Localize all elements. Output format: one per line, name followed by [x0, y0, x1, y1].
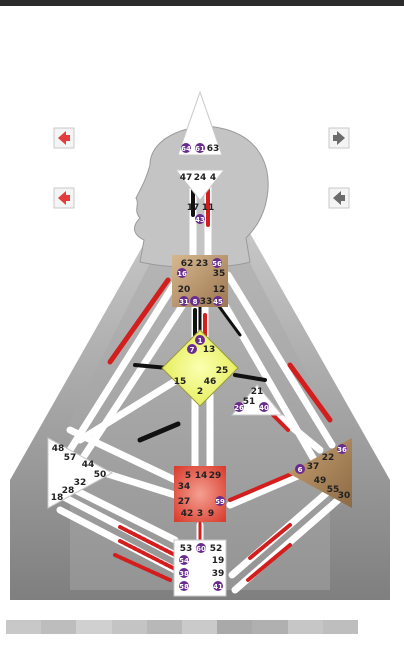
spleen-center[interactable] — [47, 437, 114, 509]
gate-11[interactable]: 11 — [202, 203, 215, 213]
gate-16[interactable]: 16 — [177, 270, 187, 278]
gate-38[interactable]: 38 — [179, 570, 189, 578]
g-center[interactable] — [161, 329, 239, 407]
sacral-gates: 5 14 29 34 27 59 42 3 9 — [178, 471, 225, 519]
left-arrow-red-icon — [58, 131, 70, 145]
gate-4[interactable]: 4 — [210, 173, 216, 183]
gate-21[interactable]: 21 — [251, 387, 264, 397]
gate-48[interactable]: 48 — [52, 444, 65, 454]
gate-30[interactable]: 30 — [338, 491, 351, 501]
gate-25[interactable]: 25 — [216, 366, 229, 376]
gate-64[interactable]: 64 — [181, 145, 191, 153]
gate-40[interactable]: 40 — [259, 404, 269, 412]
solar-plexus-center[interactable] — [288, 438, 352, 508]
gate-58[interactable]: 58 — [179, 583, 189, 591]
right-arrow-dark-icon — [333, 131, 345, 145]
throat-link-gates: 17 11 43 — [187, 203, 215, 224]
gate-13[interactable]: 13 — [203, 345, 216, 355]
left-arrow-red-icon — [58, 191, 70, 205]
gate-62[interactable]: 62 — [181, 259, 194, 269]
spleen-gates: 48 57 44 50 32 28 18 — [51, 444, 107, 503]
bottom-right-arrow[interactable] — [328, 187, 350, 209]
ego-gates: 21 51 26 40 — [234, 387, 269, 412]
gate-45[interactable]: 45 — [213, 298, 223, 306]
defined-channels — [107, 183, 333, 582]
gate-51[interactable]: 51 — [243, 397, 256, 407]
gate-46[interactable]: 46 — [204, 377, 217, 387]
gate-27[interactable]: 27 — [178, 497, 191, 507]
g-center-gates: 1 7 13 15 46 25 2 — [174, 335, 229, 397]
solar-plexus-gates: 36 6 37 22 49 55 30 — [295, 444, 350, 501]
gate-55[interactable]: 55 — [327, 485, 340, 495]
sacral-center[interactable] — [174, 466, 226, 522]
bottom-left-arrow[interactable] — [53, 187, 75, 209]
gate-2[interactable]: 2 — [197, 387, 203, 397]
gate-6[interactable]: 6 — [298, 466, 303, 474]
gate-47[interactable]: 47 — [180, 173, 193, 183]
gate-52[interactable]: 52 — [210, 544, 223, 554]
gate-39[interactable]: 39 — [212, 569, 225, 579]
gate-43[interactable]: 43 — [195, 216, 205, 224]
gate-23[interactable]: 23 — [196, 259, 209, 269]
gate-37[interactable]: 37 — [307, 462, 320, 472]
gate-60[interactable]: 60 — [196, 545, 206, 553]
gate-49[interactable]: 49 — [314, 476, 327, 486]
gate-1[interactable]: 1 — [198, 337, 203, 345]
gate-28[interactable]: 28 — [62, 486, 75, 496]
gate-15[interactable]: 15 — [174, 377, 187, 387]
gate-18[interactable]: 18 — [51, 493, 64, 503]
top-bar — [0, 0, 404, 6]
gate-63[interactable]: 63 — [207, 144, 220, 154]
gate-22[interactable]: 22 — [322, 453, 335, 463]
head-center[interactable] — [177, 90, 223, 156]
gate-17[interactable]: 17 — [187, 203, 200, 213]
gate-14[interactable]: 14 — [195, 471, 208, 481]
gate-19[interactable]: 19 — [212, 556, 225, 566]
gate-3[interactable]: 3 — [197, 509, 203, 519]
gate-36[interactable]: 36 — [337, 446, 347, 454]
top-left-arrow[interactable] — [53, 127, 75, 149]
gate-35[interactable]: 35 — [213, 269, 226, 279]
gate-41[interactable]: 41 — [213, 583, 223, 591]
gate-29[interactable]: 29 — [209, 471, 222, 481]
gate-32[interactable]: 32 — [74, 478, 87, 488]
gate-34[interactable]: 34 — [178, 482, 191, 492]
throat-gates: 62 23 56 16 35 20 12 31 8 33 45 — [177, 258, 225, 307]
root-gates: 53 60 52 54 19 38 39 58 41 — [179, 543, 224, 591]
gate-9[interactable]: 9 — [208, 509, 214, 519]
gate-54[interactable]: 54 — [179, 557, 189, 565]
gate-24[interactable]: 24 — [194, 173, 207, 183]
gate-7[interactable]: 7 — [190, 346, 195, 354]
gate-5[interactable]: 5 — [185, 471, 191, 481]
head-gates: 64 61 63 — [181, 143, 219, 154]
ego-center[interactable] — [230, 384, 284, 416]
gate-8[interactable]: 8 — [193, 298, 198, 306]
gate-20[interactable]: 20 — [178, 285, 191, 295]
bottom-gray-bar — [6, 620, 359, 634]
gate-42[interactable]: 42 — [181, 509, 194, 519]
top-right-arrow[interactable] — [328, 127, 350, 149]
gate-33[interactable]: 33 — [200, 297, 213, 307]
gate-56[interactable]: 56 — [212, 260, 222, 268]
gate-53[interactable]: 53 — [180, 544, 193, 554]
left-arrow-dark-icon — [333, 191, 345, 205]
gate-44[interactable]: 44 — [82, 460, 95, 470]
gate-31[interactable]: 31 — [179, 298, 189, 306]
gate-59[interactable]: 59 — [215, 498, 225, 506]
gate-57[interactable]: 57 — [64, 453, 77, 463]
ajna-center[interactable] — [174, 169, 226, 201]
gate-50[interactable]: 50 — [94, 470, 107, 480]
gate-61[interactable]: 61 — [195, 145, 205, 153]
ajna-gates: 47 24 4 — [180, 173, 216, 183]
gate-26[interactable]: 26 — [234, 404, 244, 412]
gate-12[interactable]: 12 — [213, 285, 226, 295]
